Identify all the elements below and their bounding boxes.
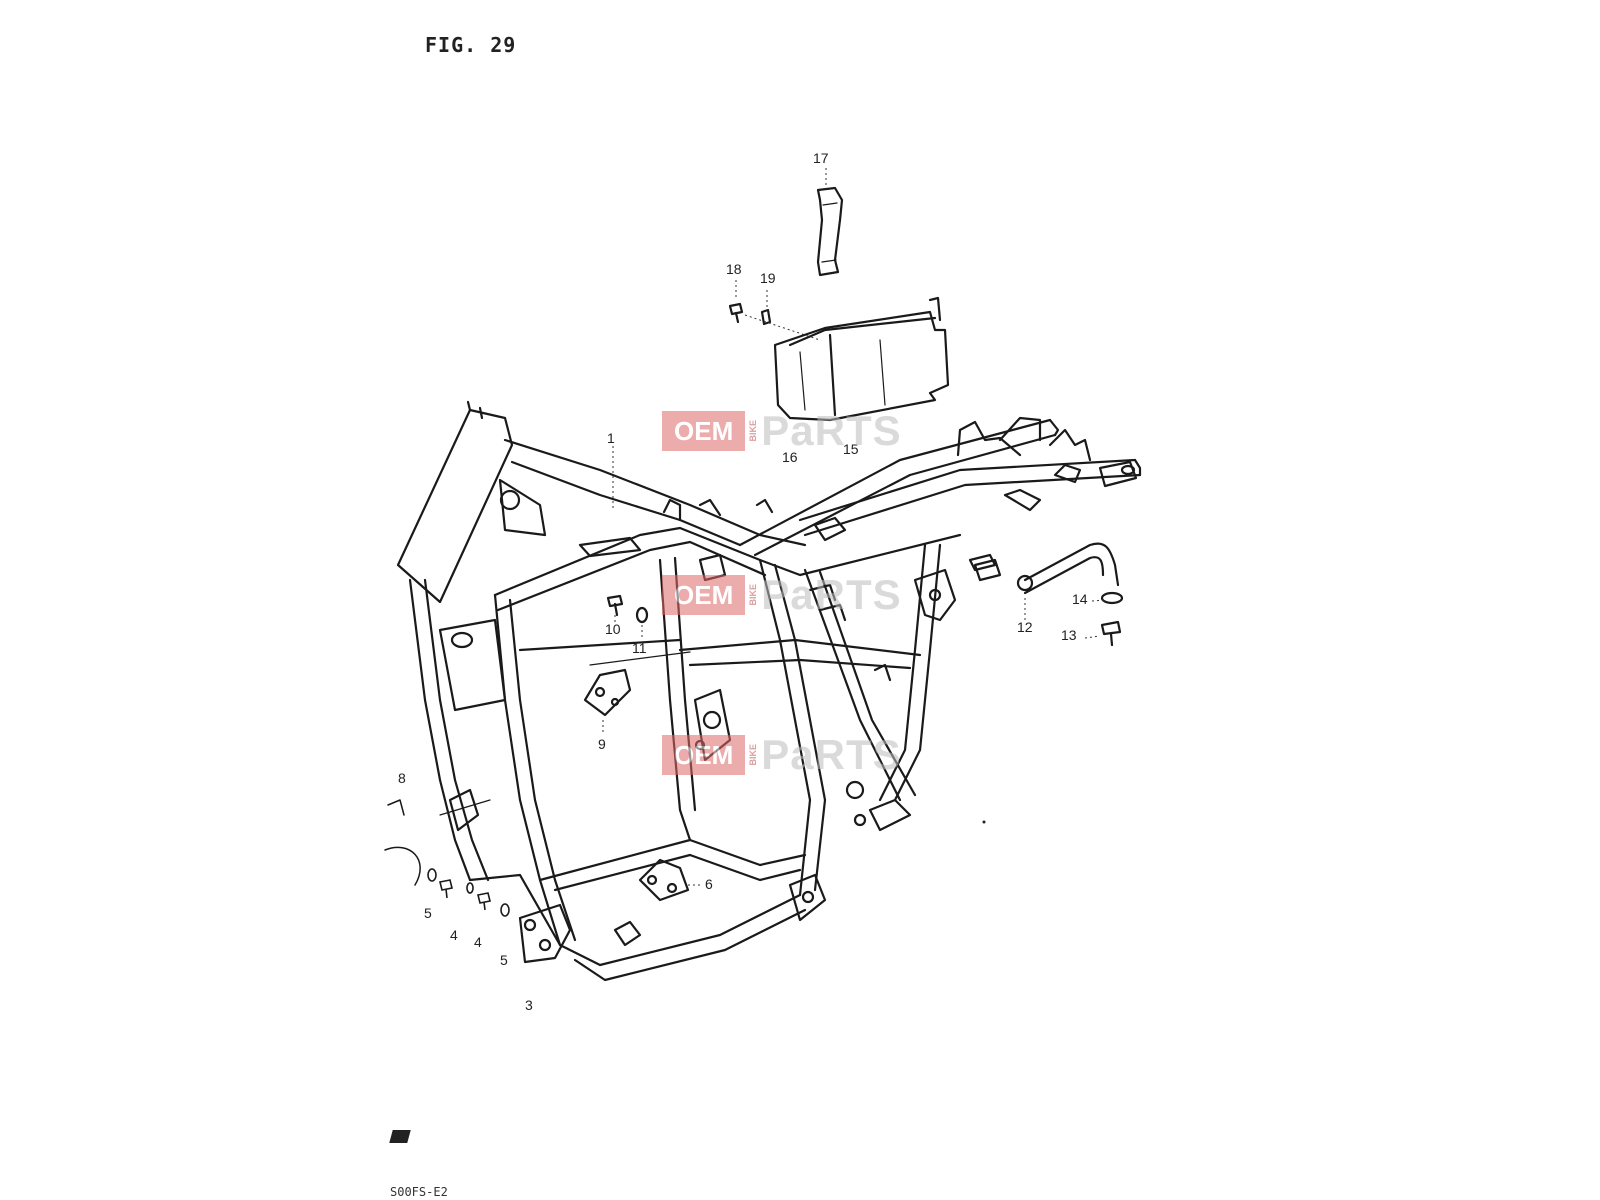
strap-part-14 [1023,542,1120,587]
pivot-part-12 [973,558,1002,582]
callout-1: 1 [607,430,615,446]
bracket-part-6 [638,858,690,902]
callout-14: 14 [1072,591,1088,607]
bolt-part-13 [1100,620,1122,647]
callout-19: 19 [760,270,776,286]
bolt-part-10 [606,594,624,617]
callout-10: 10 [605,621,621,637]
lower-cross-member [688,838,807,867]
rear-rail-left [738,418,1052,547]
leader-18-to-box [744,314,821,341]
top-tube-left [503,438,807,547]
clip-part-19 [760,308,772,326]
corner-mark-icon [389,1130,411,1143]
bracket-part-8 [448,788,480,832]
nut-part-5 [427,868,437,882]
callout-18: 18 [726,261,742,277]
front-downtube-left [408,578,472,882]
callout-3: 3 [525,997,533,1013]
callout-5b: 5 [500,952,508,968]
figure-label: FIG. 29 [425,33,517,57]
callout-6: 6 [705,876,713,892]
battery-box-part-16 [773,310,950,422]
top-tube-right [510,460,742,547]
steering-head-tube [396,408,514,604]
bolt-part-4 [439,879,453,899]
callout-12: 12 [1017,619,1033,635]
callout-13: 13 [1061,627,1077,643]
leader-13 [1084,635,1101,639]
callout-9: 9 [598,736,606,752]
rear-bracket-16 [1048,428,1092,462]
cradle-bottom [558,893,802,967]
rear-rail-right [798,458,1137,522]
upper-rail [493,526,962,597]
rear-bracket-15 [956,420,1022,457]
bolt-part-18 [728,302,744,324]
callout-4a: 4 [450,927,458,943]
callout-4b: 4 [474,934,482,950]
washer-part-14 [1100,591,1124,605]
callout-17: 17 [813,150,829,166]
callout-8: 8 [398,770,406,786]
lower-mount-bracket-3 [518,903,572,964]
center-upright-right [758,558,812,897]
battery-strap-part-17 [816,186,844,277]
leader-14 [1091,599,1106,602]
callout-15: 15 [843,441,859,457]
callout-5a: 5 [424,905,432,921]
washer-part-11 [635,606,649,624]
plate-part-9 [583,668,632,717]
callout-16: 16 [782,449,798,465]
footer-code: S00FS-E2 [390,1185,448,1199]
callout-11: 11 [632,640,647,656]
